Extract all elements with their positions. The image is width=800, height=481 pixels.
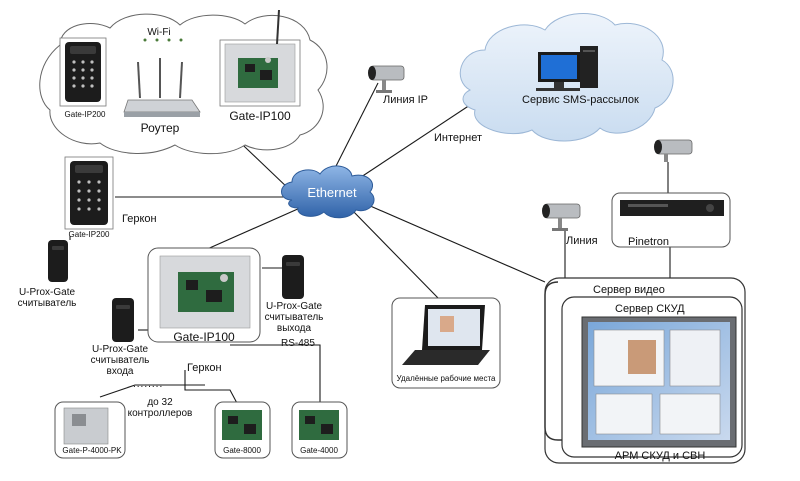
laptop-icon (391, 297, 501, 389)
desktop-pc-icon (536, 46, 598, 91)
card-reader-icon (48, 240, 68, 282)
video-server-frame (544, 277, 746, 464)
camera-pinetron-icon (654, 139, 693, 162)
uprox-left-label-1: U-Prox-Gate (18, 287, 76, 298)
up-to-32-label-2: контроллеров (127, 408, 193, 419)
rs485-label: RS-485 (281, 338, 315, 349)
router-icon (123, 38, 201, 117)
keypad-reader-left-icon (64, 156, 114, 230)
workstation-label: АРМ СКУД и СВН (614, 450, 706, 462)
bus-dots: ........ (133, 379, 164, 390)
controller-board-mid-icon (147, 247, 261, 343)
controller-board-icon (219, 9, 301, 107)
gate-ip200-left-label: Gate-IP200 (68, 230, 110, 239)
ethernet-cloud-icon (281, 165, 375, 219)
uprox-exit-label-2: считыватель (264, 312, 324, 323)
gate-ip100-top-label: Gate-IP100 (229, 109, 291, 123)
up-to-32-label-1: до 32 (147, 397, 173, 408)
camera-line-icon (542, 203, 581, 231)
internet-label: Интернет (434, 132, 482, 144)
line-ip-label: Линия IP (383, 94, 428, 106)
ethernet-label: Ethernet (307, 185, 357, 200)
controller-gate-4000-icon (291, 401, 348, 459)
uprox-entry-label-2: считыватель (90, 355, 150, 366)
acs-server-label: Сервер СКУД (615, 303, 685, 315)
uprox-entry-label-3: входа (106, 366, 134, 377)
uprox-entry-label-1: U-Prox-Gate (91, 344, 149, 355)
card-reader-entry-icon (112, 298, 134, 342)
line-label: Линия (566, 235, 598, 247)
gate-ip100-mid-label: Gate-IP100 (173, 330, 235, 344)
uprox-left-label-2: считыватель (17, 298, 77, 309)
uprox-exit-label-1: U-Prox-Gate (265, 301, 323, 312)
dvr-icon (611, 192, 731, 248)
router-label: Роутер (140, 121, 180, 135)
gerkon-bottom-label: Геркон (187, 362, 222, 374)
controller-gate-8000-icon (214, 401, 271, 459)
gate-p4000-label: Gate-P-4000-PK (62, 446, 122, 455)
remote-workplaces-label: Удалённые рабочие места (396, 374, 496, 383)
uprox-exit-label-3: выхода (276, 323, 312, 334)
card-reader-exit-icon (282, 255, 304, 299)
gerkon-top-label: Геркон (122, 213, 157, 225)
monitor-icon (581, 316, 737, 448)
gate-8000-label: Gate-8000 (223, 446, 261, 455)
gate-ip200-top-label: Gate-IP200 (64, 110, 106, 119)
camera-icon (368, 65, 405, 93)
sms-service-label: Сервис SMS-рассылок (522, 94, 639, 106)
cabinet-gate-p4000-icon (54, 401, 126, 459)
pinetron-label: Pinetron (628, 236, 669, 248)
video-server-label: Сервер видео (593, 284, 665, 296)
keypad-reader-icon (59, 37, 107, 107)
gate-4000-label: Gate-4000 (300, 446, 338, 455)
connection-lines (69, 82, 671, 406)
wifi-label: Wi-Fi (147, 27, 171, 38)
